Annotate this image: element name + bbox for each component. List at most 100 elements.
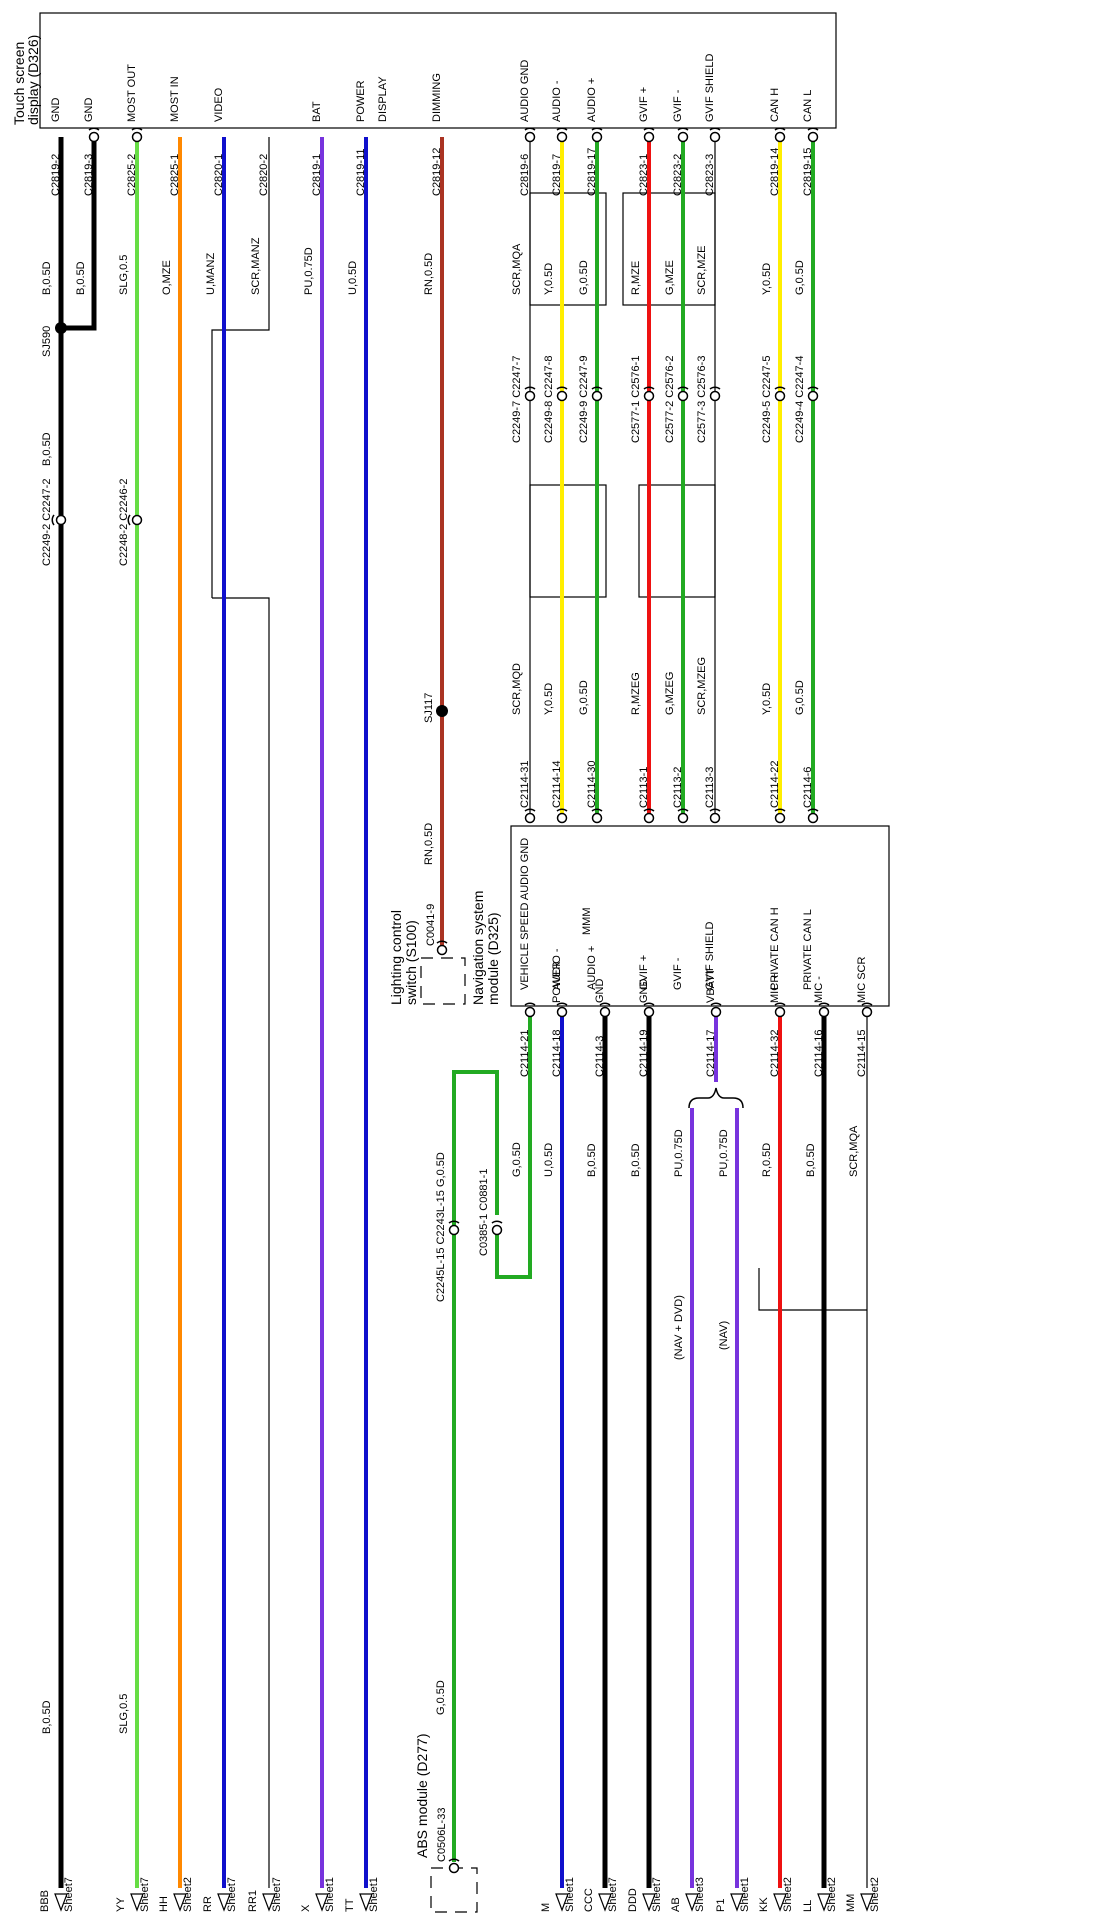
wire-label-38: G,0.5D xyxy=(435,1680,447,1715)
connector-label-9: C2249-4 C2247-4 xyxy=(794,356,806,443)
wire-label-26: SCR,MZEG xyxy=(696,657,708,715)
pin-nav-top-4-arc xyxy=(677,808,689,812)
pin-c0385 xyxy=(491,1224,503,1236)
mic-shield xyxy=(758,1268,867,1311)
pin-touch-2-arc xyxy=(524,127,536,131)
nav-bottom-label-3: GND xyxy=(638,979,650,1004)
pin-nav-top-5-arc xyxy=(709,808,721,812)
wire-label-1: B,0.5D xyxy=(75,261,87,295)
bottom-ref-sheet-13: Sheet2 xyxy=(826,1877,838,1912)
sheet-arrow-14 xyxy=(860,1893,874,1912)
connector-label-10: C2245L-15 C2243L-15 G,0.5D xyxy=(435,1152,447,1302)
pin-inline-0 xyxy=(524,390,536,402)
touch-pin-label-14: GVIF - xyxy=(672,89,684,122)
touch-pin-label-15: GVIF SHIELD xyxy=(704,53,716,122)
pin-touch-4 xyxy=(591,131,603,143)
touch-pin-connector-14: C2823-2 xyxy=(672,154,684,196)
wire-label-0: B,0.5D xyxy=(41,261,53,295)
touch-pin-connector-12: C2819-17 xyxy=(586,148,598,196)
sheet-arrow-4 xyxy=(262,1893,276,1912)
wire-label-32: B,0.5D xyxy=(630,1143,642,1177)
pin-inline-5-arc xyxy=(709,386,721,390)
touch-pin-label-6: BAT xyxy=(311,101,323,122)
shield-box-2 xyxy=(529,484,607,598)
touch-pin-connector-9: C2819-12 xyxy=(431,148,443,196)
pin-nav-top-0 xyxy=(524,812,536,824)
pin-c2245-arc xyxy=(448,1220,460,1224)
pin-touch-1-arc xyxy=(131,127,143,131)
pin-touch-9-arc xyxy=(807,127,819,131)
wire-label-3: B,0.5D xyxy=(41,1700,53,1734)
sheet-arrow-7 xyxy=(555,1893,569,1912)
nav-bottom-connector-4: C2114-17 xyxy=(705,1030,717,1078)
pin-inline-7 xyxy=(807,390,819,402)
pin-inline-2 xyxy=(591,390,603,402)
connector-label-1: C2248-2 C2246-2 xyxy=(118,479,130,566)
pin-touch-7-arc xyxy=(709,127,721,131)
nav-bottom-label-7: MIC SCR xyxy=(856,957,868,1004)
bottom-ref-sheet-2: Sheet2 xyxy=(182,1877,194,1912)
nav-module-title-2: module (D325) xyxy=(485,912,501,1005)
wire-label-8: SCR,MANZ xyxy=(250,237,262,295)
wire-label-14: Y,0.5D xyxy=(543,263,555,295)
pin-touch-6 xyxy=(677,131,689,143)
bottom-ref-code-9: DDD xyxy=(627,1888,639,1912)
pin-touch-8 xyxy=(774,131,786,143)
nav-bottom-connector-1: C2114-18 xyxy=(551,1030,563,1078)
nav-bottom-connector-2: C2114-3 xyxy=(594,1036,606,1077)
wire-label-30: U,0.5D xyxy=(543,1143,555,1177)
nav-bottom-connector-7: C2114-15 xyxy=(856,1030,868,1078)
nav-module-title: Navigation system xyxy=(470,891,486,1005)
pin-touch-6-arc xyxy=(677,127,689,131)
pin-nav-bottom-2 xyxy=(599,1006,611,1018)
wire-label-40: (NAV) xyxy=(718,1321,730,1350)
pin-nav-top-6 xyxy=(774,812,786,824)
pin-nav-top-7-arc xyxy=(807,808,819,812)
pin-touch-1 xyxy=(131,131,143,143)
splice-sj117-dot xyxy=(436,705,448,717)
bottom-ref-code-1: YY xyxy=(115,1897,127,1912)
touch-pin-connector-15: C2823-3 xyxy=(704,154,716,196)
wire-label-31: B,0.5D xyxy=(586,1143,598,1177)
bottom-ref-sheet-4: Sheet7 xyxy=(271,1877,283,1912)
bottom-ref-code-2: HH xyxy=(158,1896,170,1912)
bottom-ref-code-0: BBB xyxy=(39,1890,51,1912)
pin-nav-top-3-arc xyxy=(643,808,655,812)
bottom-ref-sheet-5: Sheet1 xyxy=(324,1877,336,1912)
bottom-ref-code-8: CCC xyxy=(583,1888,595,1912)
touch-screen-title-2: display (D326) xyxy=(25,35,41,125)
wire-label-2: B,0.5D xyxy=(41,432,53,466)
bottom-ref-code-12: KK xyxy=(758,1897,770,1912)
nav-bottom-label-6: MIC - xyxy=(813,976,825,1003)
connector-label-7: C2577-3 C2576-3 xyxy=(696,356,708,443)
pin-nav-bottom-2-arc xyxy=(599,1002,611,1006)
wire-label-9: PU,0.75D xyxy=(303,247,315,295)
wire-label-27: Y,0.5D xyxy=(761,683,773,715)
wire-label-12: RN,0.5D xyxy=(423,823,435,865)
lighting-switch-box xyxy=(420,957,466,1005)
nav-top-label-5: GVIF SHIELD xyxy=(704,921,716,990)
wire-label-28: G,0.5D xyxy=(794,680,806,715)
pin-nav-bottom-4 xyxy=(710,1006,722,1018)
splice-sj590-label: SJ590 xyxy=(41,326,53,357)
pin-inline-0-arc xyxy=(524,386,536,390)
touch-pin-label-1: GND xyxy=(83,98,95,123)
nav-bottom-label-5: MIC + xyxy=(769,973,781,1003)
pin-nav-bottom-6-arc xyxy=(818,1002,830,1006)
pin-nav-bottom-5-arc xyxy=(774,1002,786,1006)
wire-label-18: SCR,MZE xyxy=(696,246,708,296)
wire-label-6: O,MZE xyxy=(161,260,173,295)
pin-nav-bottom-4-arc xyxy=(710,1002,722,1006)
nav-mmm-label: MMM xyxy=(581,908,593,936)
pin-inline-1 xyxy=(556,390,568,402)
bottom-ref-code-6: TT xyxy=(344,1898,356,1912)
pin-abs-arc xyxy=(448,1858,460,1862)
wire-label-19: Y,0.5D xyxy=(761,263,773,295)
lighting-switch-connector: C0041-9 xyxy=(425,904,437,946)
pin-inline-6 xyxy=(774,390,786,402)
nav-bottom-connector-0: C2114-21 xyxy=(519,1030,531,1078)
touch-pin-connector-7: C2819-11 xyxy=(355,149,367,197)
pin-nav-bottom-7 xyxy=(861,1006,873,1018)
pin-nav-bottom-0 xyxy=(524,1006,536,1018)
pin-nav-top-5 xyxy=(709,812,721,824)
